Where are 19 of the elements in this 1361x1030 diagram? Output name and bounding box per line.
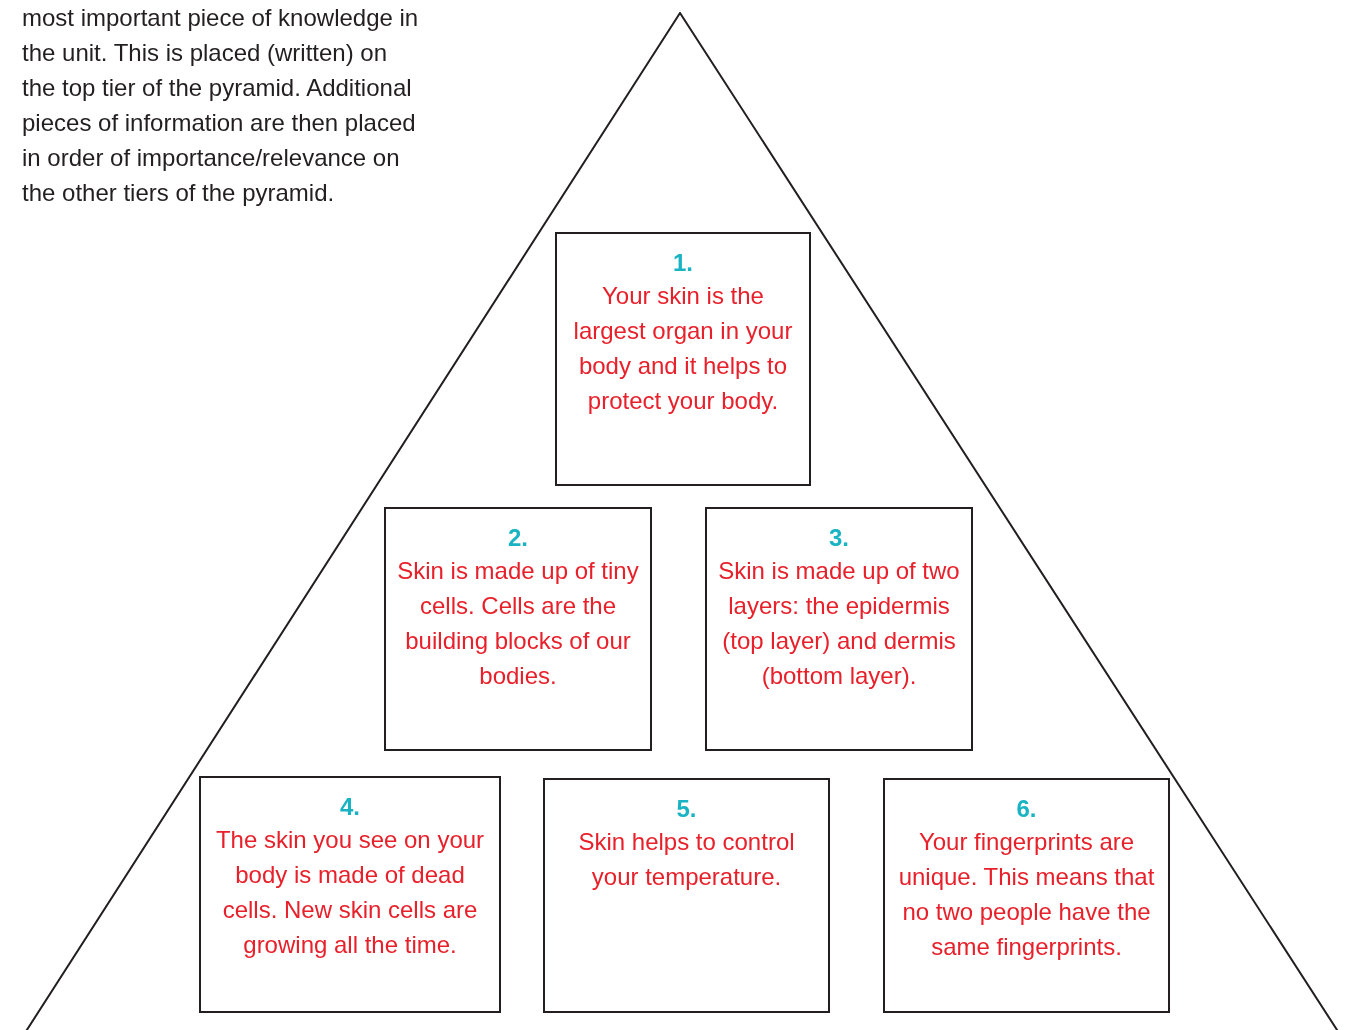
tier-box (384, 507, 652, 751)
tier-text: Skin helps to control your temperature. (577, 827, 796, 892)
tier-number: 2. (507, 523, 529, 553)
instruction-text: most important piece of knowledge in the unit. This is placed (written) on the top tier of the pyramid. Additional pieces of information are then placed in order of importance/relevance on the other tiers of the pyramid. (22, 3, 420, 208)
tier-box (199, 776, 501, 1013)
tier-box (883, 778, 1170, 1013)
tier-box (555, 232, 811, 486)
tier-text: Your fingerprints are unique. This means that no two people have the same fingerprints. (897, 827, 1156, 962)
tier-number: 3. (828, 523, 850, 553)
tier-number: 4. (339, 792, 361, 822)
tier-number: 6. (1015, 794, 1038, 824)
tier-text: Skin is made up of tiny cells. Cells are the building blocks of our bodies. (396, 556, 640, 691)
tier-number: 1. (672, 248, 694, 278)
tier-text: Your skin is the largest organ in your body and it helps to protect your body. (572, 281, 794, 416)
tier-box (543, 778, 830, 1013)
tier-box (705, 507, 973, 751)
tier-text: The skin you see on your body is made of dead cells. New skin cells are growing all the time. (214, 825, 486, 960)
tier-number: 5. (675, 794, 698, 824)
tier-text: Skin is made up of two layers: the epidermis (top layer) and dermis (bottom layer). (717, 556, 961, 691)
